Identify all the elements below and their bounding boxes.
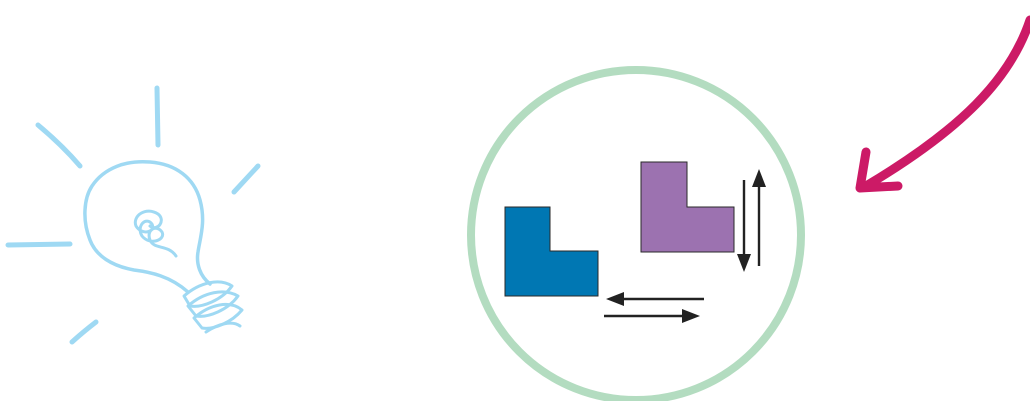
lightbulb-idea-icon bbox=[5, 85, 261, 345]
purple-l-shape bbox=[640, 161, 735, 253]
bulb-base bbox=[182, 280, 244, 334]
blue-l-shape bbox=[504, 206, 599, 297]
bulb-glass bbox=[83, 159, 212, 294]
double-arrow-up-down-icon bbox=[737, 169, 766, 272]
frame-circle bbox=[467, 66, 805, 401]
bulb-filament bbox=[133, 209, 178, 258]
curved-arrow-icon bbox=[855, 15, 1030, 193]
double-arrow-left-right-icon bbox=[604, 292, 704, 323]
bulb-rays bbox=[5, 85, 261, 345]
